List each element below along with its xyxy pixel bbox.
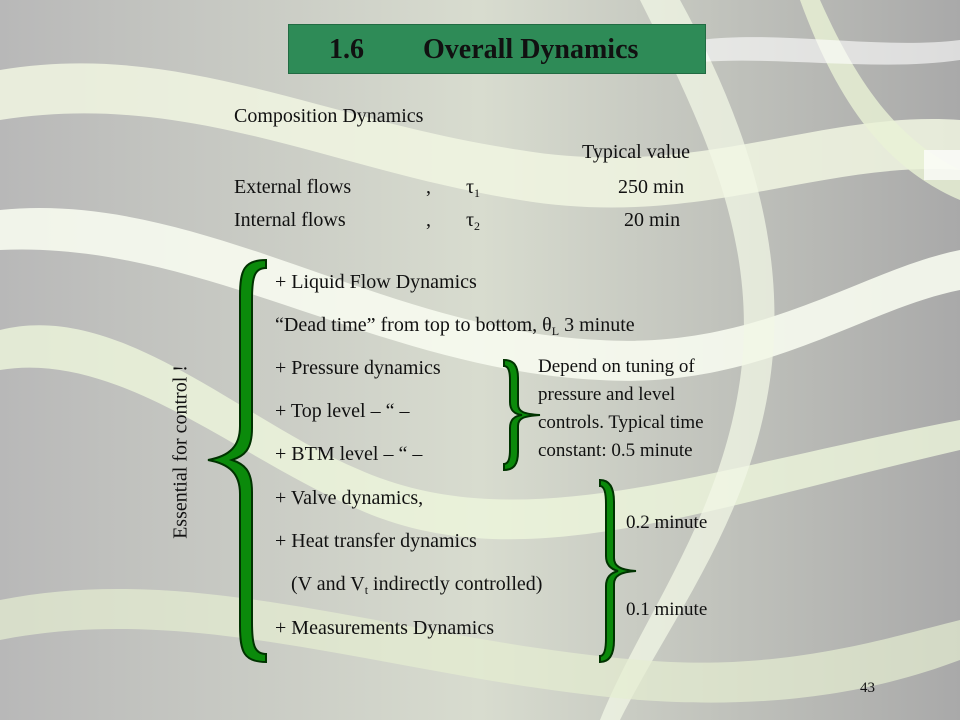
- theta-subscript: L: [551, 324, 560, 338]
- tuning-line-1: Depend on tuning of: [538, 356, 695, 377]
- tau-2-symbol: τ2: [466, 209, 480, 234]
- tau-subscript: 2: [474, 219, 481, 233]
- section-number: 1.6: [329, 34, 364, 65]
- item-heat-transfer: + Heat transfer dynamics: [275, 530, 477, 552]
- page-number: 43: [860, 680, 875, 696]
- row-value-external: 250 min: [618, 176, 685, 198]
- tau-subscript: 1: [474, 186, 481, 200]
- dead-time-text: “Dead time” from top to bottom, θ: [275, 314, 552, 336]
- tau-symbol: τ: [466, 176, 475, 198]
- left-brace-icon: [207, 258, 267, 664]
- row-comma-internal: ,: [426, 209, 431, 231]
- title-banner: 1.6 Overall Dynamics: [288, 24, 706, 74]
- tuning-note: Depend on tuning of pressure and level c…: [538, 353, 704, 465]
- item-valve: + Valve dynamics,: [275, 487, 424, 509]
- item-dead-time: “Dead time” from top to bottom, θL 3 min…: [275, 314, 635, 339]
- row-value-internal: 20 min: [624, 209, 681, 231]
- page-title: Overall Dynamics: [423, 34, 639, 65]
- item-liquid-flow: + Liquid Flow Dynamics: [275, 271, 477, 293]
- tau-1-symbol: τ1: [466, 176, 480, 201]
- row-label-external: External flows: [234, 176, 352, 198]
- vt-subscript: t: [364, 583, 369, 597]
- side-label: Essential for control !: [169, 365, 192, 539]
- dead-time-value: 3 minute: [559, 314, 635, 336]
- vv-text-a: (V and V: [291, 573, 365, 595]
- middle-brace-icon: [503, 358, 541, 472]
- composition-heading: Composition Dynamics: [234, 105, 424, 127]
- item-v-vt: (V and Vt indirectly controlled): [291, 573, 542, 598]
- row-label-internal: Internal flows: [234, 209, 346, 231]
- row-comma-external: ,: [426, 176, 431, 198]
- vv-text-b: indirectly controlled): [368, 573, 543, 595]
- tuning-line-4: constant: 0.5 minute: [538, 440, 693, 461]
- measure-time-note: 0.1 minute: [626, 599, 708, 620]
- item-btm-level: + BTM level – “ –: [275, 443, 423, 465]
- tuning-line-3: controls. Typical time: [538, 412, 704, 433]
- item-pressure: + Pressure dynamics: [275, 357, 441, 379]
- item-measurements: + Measurements Dynamics: [275, 617, 495, 639]
- typical-value-header: Typical value: [582, 141, 690, 163]
- tau-symbol: τ: [466, 209, 475, 231]
- lower-brace-icon: [599, 478, 637, 664]
- tuning-line-2: pressure and level: [538, 384, 676, 405]
- valve-time-note: 0.2 minute: [626, 512, 708, 533]
- item-top-level: + Top level – “ –: [275, 400, 410, 422]
